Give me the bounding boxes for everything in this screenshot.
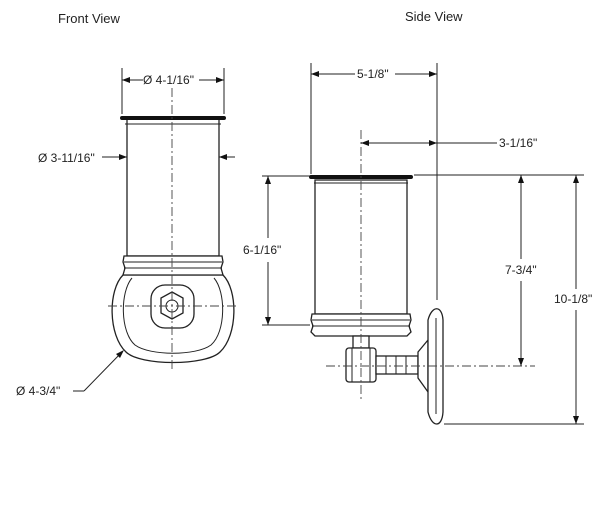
front-body-cylinder bbox=[126, 118, 220, 257]
front-view-title: Front View bbox=[58, 11, 121, 26]
side-valve-arm bbox=[375, 355, 419, 375]
side-valve-offset-label: 3-1/16" bbox=[499, 136, 537, 150]
front-collar bbox=[122, 255, 224, 276]
front-body-diameter-label: Ø 3-11/16" bbox=[38, 151, 95, 165]
side-view bbox=[309, 130, 535, 425]
side-valve-height-label: 7-3/4" bbox=[505, 263, 537, 277]
front-top-diameter-label: Ø 4-1/16" bbox=[143, 73, 194, 87]
side-overall-height-label: 10-1/8" bbox=[554, 292, 592, 306]
side-dimensions: 5-1/8" 3-1/16" 6-1/16" 7-3/4" 10-1/8" bbox=[243, 63, 592, 425]
front-view bbox=[108, 88, 238, 370]
side-depth-label: 5-1/8" bbox=[357, 67, 389, 81]
side-view-title: Side View bbox=[405, 9, 463, 24]
side-body-height-label: 6-1/16" bbox=[243, 243, 281, 257]
front-dimensions: Ø 4-1/16" Ø 3-11/16" Ø 4-3/4" bbox=[16, 68, 235, 398]
front-base-diameter-label: Ø 4-3/4" bbox=[16, 384, 60, 398]
